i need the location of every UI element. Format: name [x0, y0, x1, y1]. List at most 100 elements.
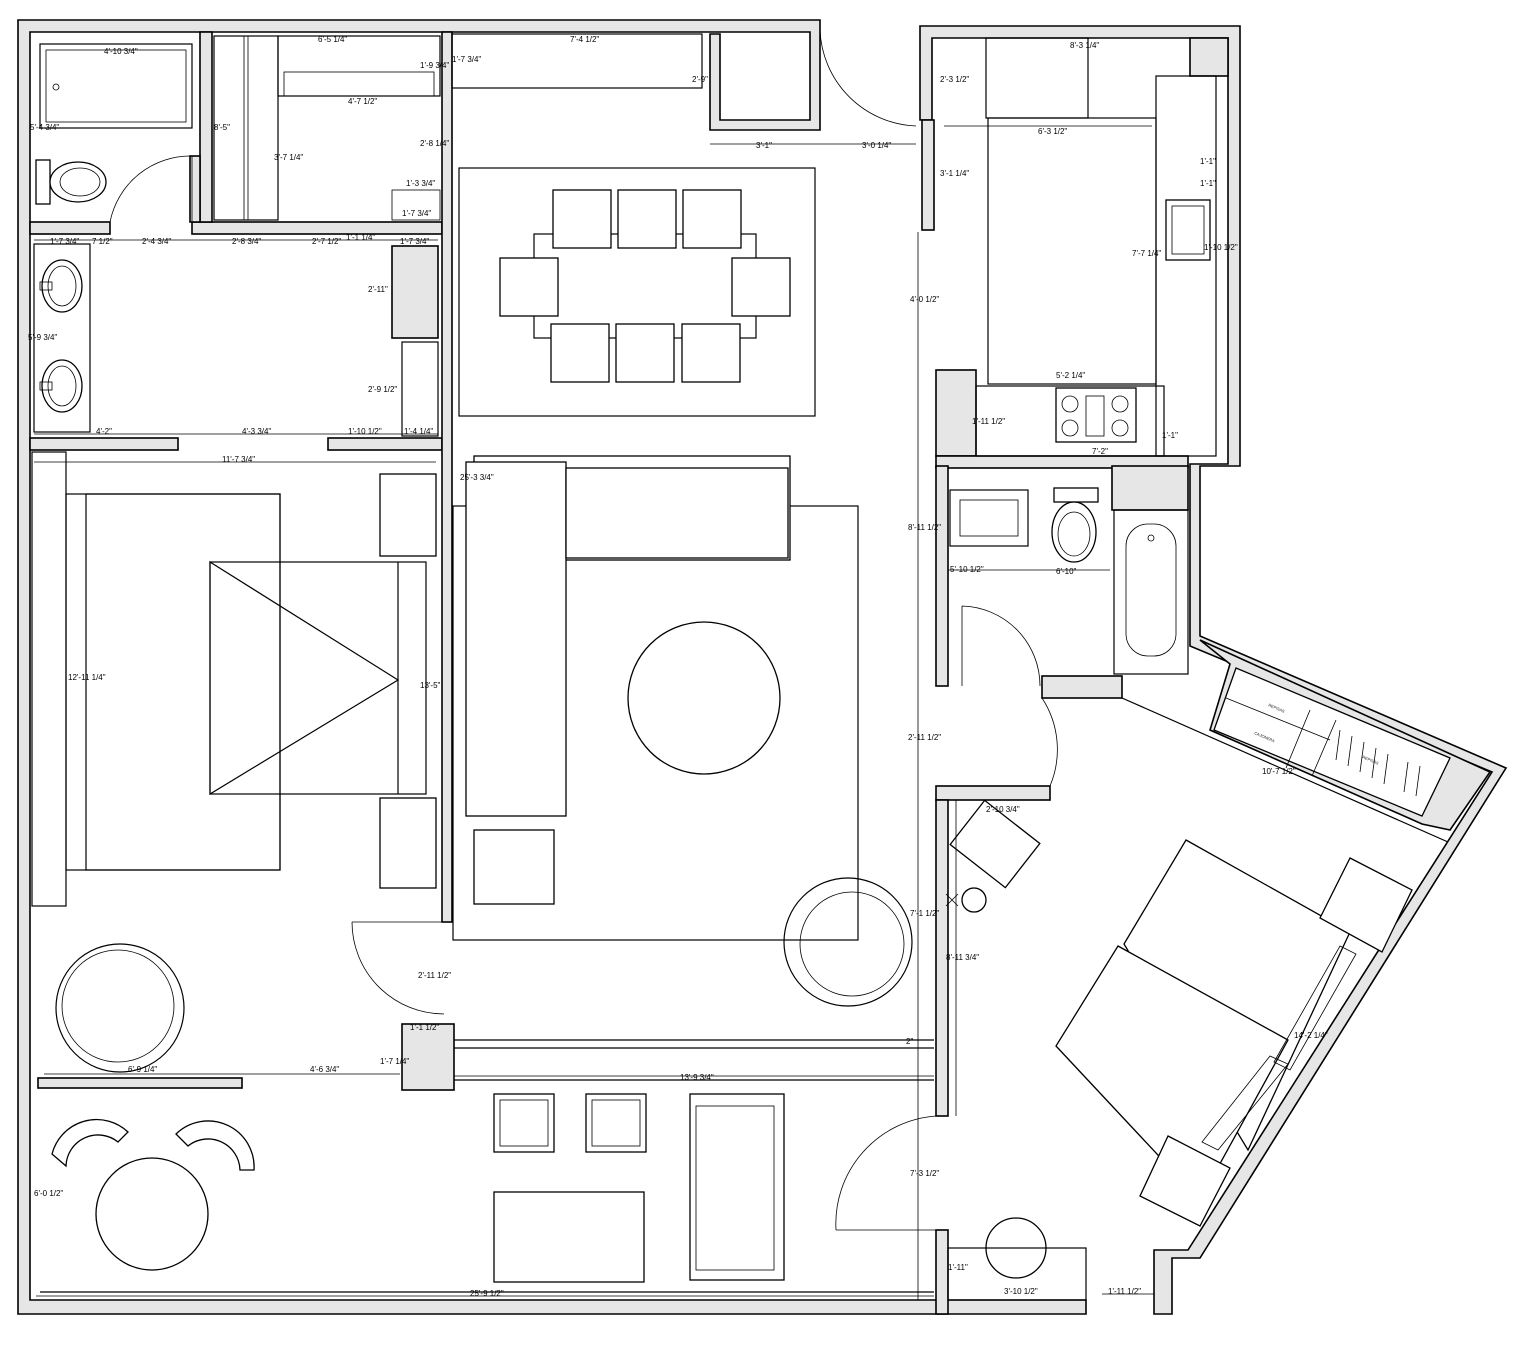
dining-table [533, 233, 757, 339]
dimension-label: 1'-11 1/2" [1108, 1287, 1141, 1296]
bedroom-2: REPISAS CAJONERA REPISAS [835, 667, 1451, 1301]
wall [441, 31, 453, 923]
dimension-label: 7'-1 1/2" [910, 909, 939, 918]
toilet-tank [35, 159, 51, 205]
kitchen-counter [985, 37, 1089, 119]
dimension-label: 1'-7 3/4" [400, 237, 429, 246]
dimension-label: 5'-10 1/2" [950, 565, 984, 574]
side-table-top [591, 1099, 641, 1147]
dimension-label: 1'-7 3/4" [402, 209, 431, 218]
closet-label: REPISAS [1362, 754, 1380, 766]
chair [731, 257, 791, 317]
dimension-label: 1'-1" [1200, 157, 1216, 166]
dimension-label: 2'-11" [368, 285, 388, 294]
wall [401, 1023, 455, 1091]
wall [1041, 675, 1123, 699]
armchair-seat [61, 949, 175, 1063]
dimension-label: 25'-9 1/2" [470, 1289, 504, 1298]
toilet-seat [1057, 511, 1091, 557]
chair [499, 257, 559, 317]
closet-rod [283, 71, 435, 97]
dimension-label: 1'-7 3/4" [452, 55, 481, 64]
door-swing [109, 155, 193, 223]
bed-mattress [85, 493, 281, 871]
dimension-label: 1'-1" [1162, 431, 1178, 440]
bed-cover [209, 560, 400, 796]
dimension-label: 2'-8 3/4" [232, 237, 261, 246]
wall [935, 785, 1051, 801]
hangers [1335, 729, 1421, 797]
patio-table [95, 1157, 209, 1271]
hanger [1371, 747, 1377, 779]
dimension-label: 2'-7 1/2" [312, 237, 341, 246]
ottoman [473, 829, 555, 905]
wall [199, 31, 213, 223]
dimension-label: 1'-7 1/4" [380, 1057, 409, 1066]
chair [681, 323, 741, 383]
dimension-label: 8'-11 3/4" [946, 953, 979, 962]
sink-basin [959, 499, 1019, 537]
door-swing [1041, 697, 1058, 787]
rug [458, 167, 816, 417]
outdoor-sofa-seat [695, 1105, 775, 1271]
bathtub-inner [45, 49, 187, 123]
chair [682, 189, 742, 249]
toilet-bowl-icon [49, 161, 107, 203]
nightstand [1319, 857, 1413, 953]
headboard [1273, 945, 1357, 1071]
dimension-label: 2'-9 1/2" [368, 385, 397, 394]
dimension-labels: 4'-10 3/4" 5'-4 3/4" 6'-5 1/4" 1'-9 3/4"… [28, 35, 1328, 1298]
bathroom-1 [35, 35, 441, 223]
dimension-label: 6'-5 1/4" [318, 35, 347, 44]
dimension-label: 3'-7 1/4" [274, 153, 303, 162]
sofa-seat [565, 467, 789, 559]
griddle [1085, 395, 1105, 437]
dimension-label: 1'-9 3/4" [420, 61, 449, 70]
closet-label: REPISAS [1268, 702, 1286, 714]
dimension-label: 1'-11 1/2" [972, 417, 1005, 426]
dimension-label: 13'-5" [420, 681, 441, 690]
dining-area [451, 29, 917, 417]
nightstand [1139, 1135, 1231, 1227]
stool [961, 887, 987, 913]
bathtub-drain [1147, 534, 1155, 542]
burner-icon [1061, 395, 1079, 413]
hanger [1403, 761, 1409, 793]
vanity-counter [949, 489, 1029, 547]
armchair-seat [799, 891, 905, 997]
patio-chair [175, 1120, 255, 1171]
faucet [39, 281, 53, 291]
kitchen-counter [1155, 75, 1217, 457]
wall [391, 245, 439, 339]
dimension-label: 4'-6 3/4" [310, 1065, 339, 1074]
chair [615, 323, 675, 383]
stove [1055, 387, 1137, 443]
faucet [39, 381, 53, 391]
wall [921, 119, 935, 231]
dimension-label: 1'-10 1/2" [1204, 243, 1238, 252]
dimension-label: 2'-11 1/2" [418, 971, 451, 980]
kitchen-island [987, 117, 1157, 385]
bathtub [39, 43, 193, 129]
sink-basin [47, 265, 77, 307]
dimension-label: 14'-2 1/4" [1294, 1031, 1328, 1040]
wall [37, 1077, 243, 1089]
wall [29, 437, 179, 451]
living-area [452, 455, 913, 1007]
kitchen [975, 37, 1217, 457]
bed [1123, 839, 1351, 1152]
door-swing [819, 29, 917, 127]
vanity-counter [33, 243, 91, 433]
dimension-label: 4'-0 1/2" [910, 295, 939, 304]
sink-basin [1171, 205, 1205, 255]
dimension-label: 1'-3 3/4" [406, 179, 435, 188]
armchair [55, 943, 185, 1073]
dimension-label: 2'-3 1/2" [940, 75, 969, 84]
burner-icon [1061, 419, 1079, 437]
dimension-label: 3'-1" [756, 141, 772, 150]
wall [1189, 37, 1229, 77]
sink-icon [1165, 199, 1211, 261]
armchair [783, 877, 913, 1007]
hanger [1415, 765, 1421, 797]
closet-divider [1225, 697, 1331, 741]
